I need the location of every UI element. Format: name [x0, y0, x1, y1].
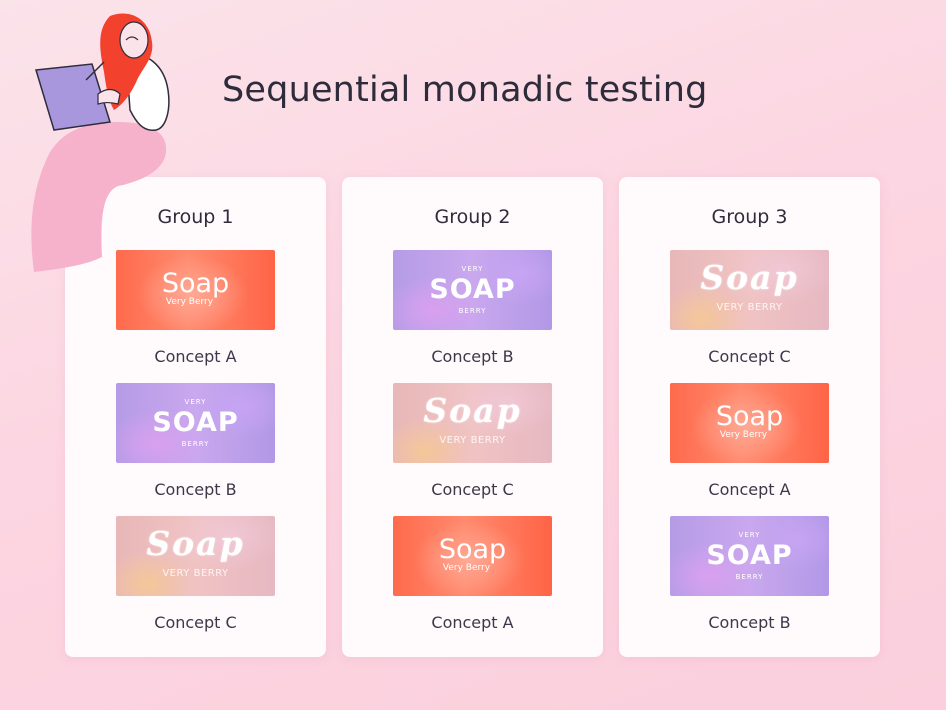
- concept-c-package: Soap VERY BERRY: [670, 250, 829, 330]
- concept-a-package: Soap Very Berry: [116, 250, 275, 330]
- concept-label: Concept B: [431, 347, 514, 366]
- concept-label: Concept A: [154, 347, 237, 366]
- group-title: Group 1: [157, 206, 234, 228]
- group-card-1: Group 1 Soap Very Berry Concept A VERY S…: [65, 177, 326, 657]
- package-brand-text: SOAP: [706, 540, 793, 571]
- package-flavor-text: Very Berry: [719, 430, 768, 440]
- concept-c-package: Soap VERY BERRY: [393, 383, 552, 463]
- pants-shape: [31, 122, 167, 272]
- package-brand-text: Soap: [700, 258, 799, 297]
- concept-label: Concept C: [708, 347, 791, 366]
- page-title: Sequential monadic testing: [222, 70, 708, 110]
- package-flavor-text: BERRY: [181, 440, 210, 448]
- concept-c-package: Soap VERY BERRY: [116, 516, 275, 596]
- concept-label: Concept C: [154, 613, 237, 632]
- package-brand-text: SOAP: [152, 407, 239, 438]
- group-card-3: Group 3 Soap VERY BERRY Concept C Soap V…: [619, 177, 880, 657]
- package-brand-text: Soap: [161, 268, 230, 299]
- package-brand-text: Soap: [438, 534, 507, 565]
- hand-shape: [97, 88, 121, 105]
- package-brand-text: Soap: [423, 391, 522, 430]
- concept-label: Concept C: [431, 480, 514, 499]
- woman-with-tablet-illustration: [31, 13, 170, 272]
- concept-b-package: VERY SOAP BERRY: [393, 250, 552, 330]
- concept-label: Concept A: [431, 613, 514, 632]
- package-flavor-text: BERRY: [458, 307, 487, 315]
- concept-a-package: Soap Very Berry: [393, 516, 552, 596]
- package-flavor-text: VERY BERRY: [439, 435, 506, 446]
- group-title: Group 2: [434, 206, 511, 228]
- package-flavor-text: VERY BERRY: [162, 568, 229, 579]
- tablet-shape: [35, 63, 111, 131]
- package-flavor-text: VERY: [461, 265, 484, 273]
- package-flavor-text: Very Berry: [165, 297, 214, 307]
- group-card-2: Group 2 VERY SOAP BERRY Concept B Soap V…: [342, 177, 603, 657]
- concept-b-package: VERY SOAP BERRY: [670, 516, 829, 596]
- face-shape: [119, 21, 149, 59]
- package-brand-text: SOAP: [429, 274, 516, 305]
- package-flavor-text: VERY: [738, 531, 761, 539]
- group-title: Group 3: [711, 206, 788, 228]
- package-flavor-text: Very Berry: [442, 563, 491, 573]
- concept-label: Concept A: [708, 480, 791, 499]
- package-flavor-text: VERY BERRY: [716, 302, 783, 313]
- concept-a-package: Soap Very Berry: [670, 383, 829, 463]
- package-brand-text: Soap: [146, 524, 245, 563]
- package-flavor-text: BERRY: [735, 573, 764, 581]
- concept-label: Concept B: [154, 480, 237, 499]
- face-detail: [125, 36, 139, 41]
- package-brand-text: Soap: [715, 401, 784, 432]
- concept-b-package: VERY SOAP BERRY: [116, 383, 275, 463]
- package-flavor-text: VERY: [184, 398, 207, 406]
- stylus-shape: [85, 61, 105, 81]
- concept-label: Concept B: [708, 613, 791, 632]
